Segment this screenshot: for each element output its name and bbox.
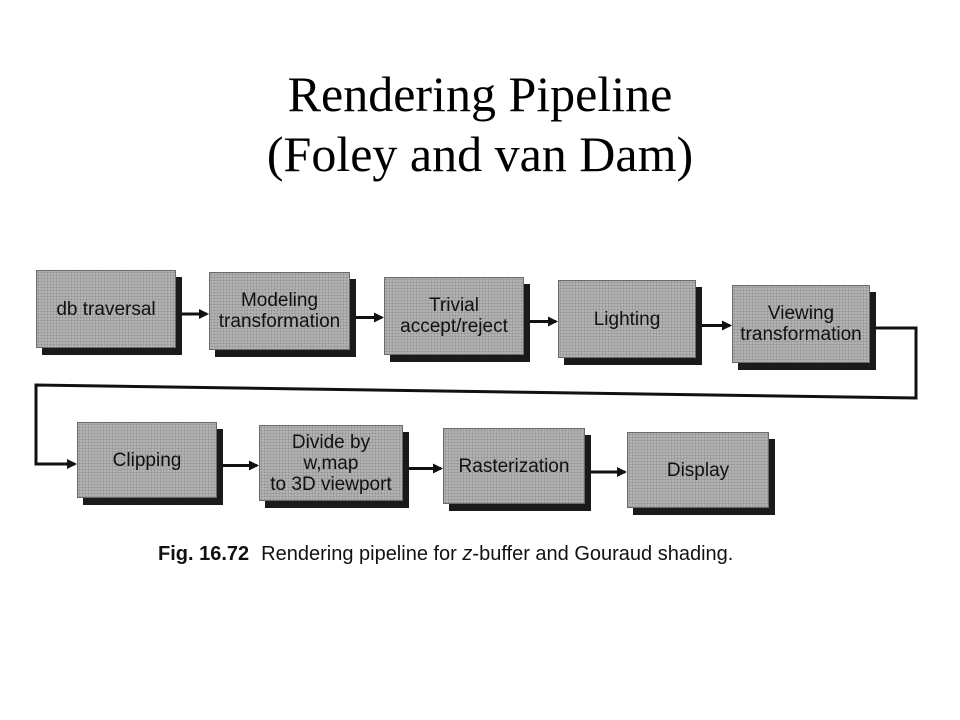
title-line-1: Rendering Pipeline <box>287 66 673 122</box>
pipeline-wrap-arrow <box>34 326 918 469</box>
stage-label-line: accept/reject <box>400 316 508 337</box>
stage-label-line: Rasterization <box>458 455 570 477</box>
stage-label-line: transformation <box>740 324 862 345</box>
figure-number: Fig. 16.72 <box>158 543 250 565</box>
stage-label-line: Viewing <box>767 303 835 324</box>
stage-label-line: db traversal <box>56 298 156 320</box>
stage-db-traversal: db traversal <box>36 270 176 348</box>
stage-label: db traversal <box>56 299 155 320</box>
stage-display: Display <box>627 432 769 508</box>
caption-text-after: -buffer and Gouraud shading. <box>472 543 734 565</box>
stage-label-line: Lighting <box>593 308 661 330</box>
stage-label-line: transformation <box>218 311 341 332</box>
stage-label-line: Trivial <box>429 295 479 316</box>
stage-rasterization: Rasterization <box>443 428 585 504</box>
slide-title: Rendering Pipeline (Foley and van Dam) <box>0 64 960 184</box>
stage-label-line: Modeling <box>240 290 319 311</box>
figure-caption: Fig. 16.72 Rendering pipeline for z-buffe… <box>158 543 733 566</box>
caption-text-before: Rendering pipeline for <box>261 543 463 565</box>
stage-label: Display <box>667 460 729 481</box>
stage-label-line: to 3D viewport <box>270 473 392 495</box>
title-line-2: (Foley and van Dam) <box>266 126 694 182</box>
stage-label-line: Clipping <box>112 449 182 471</box>
stage-label-line: Divide by w,map <box>291 431 371 474</box>
stage-label: Lighting <box>594 309 661 330</box>
stage-label: Clipping <box>113 450 182 471</box>
stage-label: Rasterization <box>459 456 570 477</box>
stage-label-line: Display <box>666 459 730 481</box>
caption-italic-variable: z <box>462 543 473 565</box>
stage-lighting: Lighting <box>558 280 696 358</box>
stage-clipping: Clipping <box>77 422 217 498</box>
